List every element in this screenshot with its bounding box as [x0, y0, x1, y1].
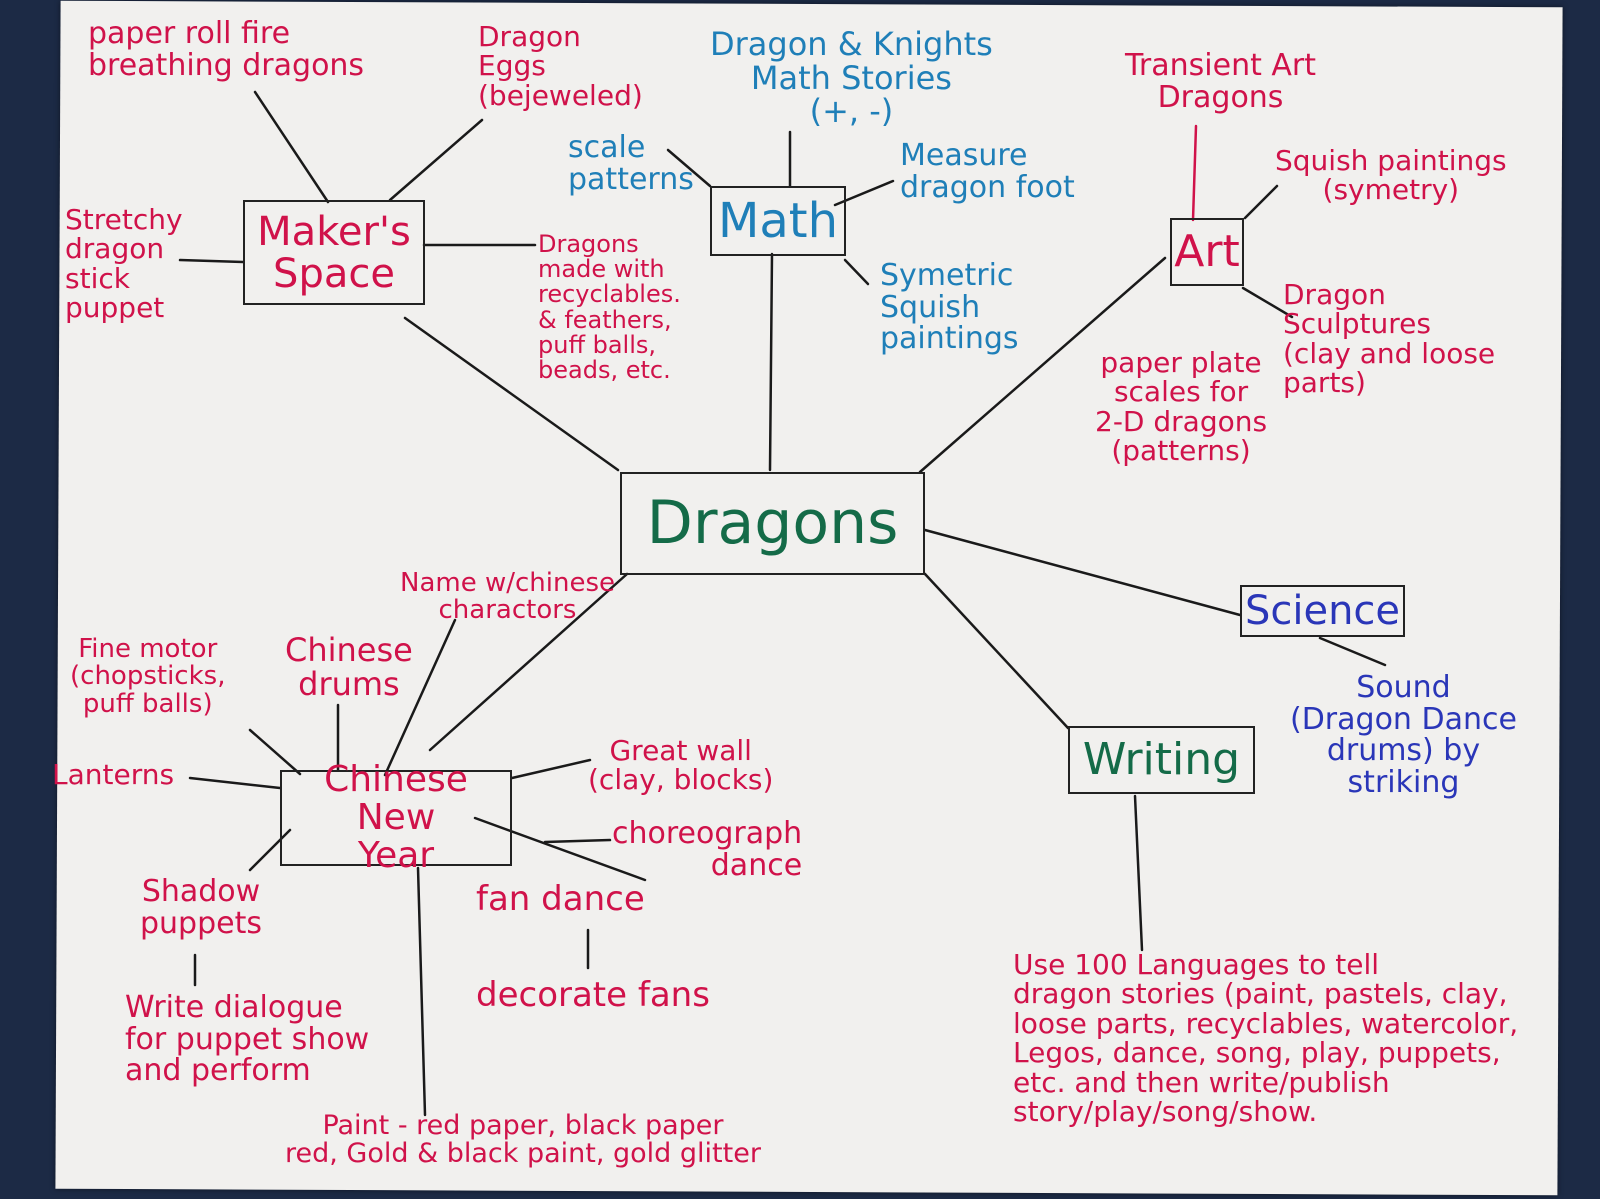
- idea-choreograph: choreograph dance: [612, 816, 803, 883]
- idea-decorate-fans: decorate fans: [476, 975, 710, 1015]
- line-center-makers: [403, 316, 620, 472]
- line-art-squish: [1243, 184, 1279, 220]
- line-math-scale: [666, 148, 712, 188]
- idea-fan-dance: fan dance: [476, 879, 645, 919]
- center-dragons-box: Dragons: [620, 472, 925, 575]
- line-center-writing: [923, 572, 1070, 730]
- idea-name-chinese: Name w/chinese charactors: [400, 568, 616, 626]
- hub-writing: Writing: [1068, 726, 1255, 794]
- line-cny-paint: [416, 866, 427, 1117]
- idea-dragon-sculptures: Dragon Sculptures (clay and loose parts): [1283, 278, 1496, 400]
- line-makers-paperroll: [253, 90, 330, 204]
- line-center-science: [923, 528, 1242, 617]
- hub-writing-label: Writing: [1082, 733, 1241, 785]
- idea-chinese-drums: Chinese drums: [285, 631, 413, 703]
- idea-squish-paintings: Squish paintings (symetry): [1275, 144, 1507, 207]
- line-cny-wall: [510, 758, 592, 780]
- idea-measure-foot: Measure dragon foot: [900, 138, 1075, 205]
- idea-paper-plate: paper plate scales for 2-D dragons (patt…: [1095, 346, 1268, 468]
- line-makers-stretchy: [178, 258, 245, 264]
- hub-makers-space: Maker's Space: [243, 200, 425, 305]
- hub-math-label: Math: [717, 192, 839, 249]
- idea-great-wall: Great wall (clay, blocks): [588, 734, 774, 797]
- hub-makers-space-label: Maker's Space: [257, 208, 411, 297]
- idea-stretchy-puppet: Stretchy dragon stick puppet: [65, 203, 183, 325]
- hub-chinese-new-year-label: Chinese New Year: [324, 759, 468, 876]
- idea-scale-patterns: scale patterns: [568, 130, 694, 197]
- hub-science: Science: [1240, 585, 1405, 637]
- idea-transient-art: Transient Art Dragons: [1125, 48, 1317, 115]
- idea-paper-roll: paper roll fire breathing dragons: [88, 16, 365, 83]
- hub-math: Math: [710, 186, 846, 256]
- idea-write-dialogue: Write dialogue for puppet show and perfo…: [125, 990, 370, 1088]
- line-cny-shadow: [248, 828, 292, 872]
- line-science-sound: [1318, 636, 1387, 667]
- idea-lanterns: Lanterns: [52, 758, 175, 791]
- line-art-sculpt: [1241, 286, 1294, 319]
- idea-100-languages: Use 100 Languages to tell dragon stories…: [1013, 948, 1519, 1128]
- line-art-transient: [1191, 124, 1198, 222]
- line-center-math: [768, 252, 774, 472]
- idea-shadow-puppets: Shadow puppets: [140, 874, 262, 941]
- hub-art-label: Art: [1174, 225, 1240, 277]
- line-center-art: [918, 256, 1167, 474]
- idea-dragon-eggs: Dragon Eggs (bejeweled): [478, 20, 643, 112]
- line-cny-fine: [248, 728, 302, 776]
- hub-art: Art: [1170, 218, 1244, 286]
- line-makers-eggs: [388, 118, 484, 202]
- idea-symetric-squish: Symetric Squish paintings: [880, 258, 1019, 356]
- hub-science-label: Science: [1244, 588, 1401, 634]
- idea-fine-motor: Fine motor (chopsticks, puff balls): [70, 634, 226, 719]
- line-cny-lanterns: [188, 776, 282, 790]
- line-cny-fandance: [473, 816, 647, 882]
- center-dragons-label: Dragons: [646, 488, 899, 558]
- line-cny-choreo: [543, 838, 612, 844]
- line-center-cny: [428, 572, 629, 752]
- line-math-symetric: [843, 258, 870, 286]
- line-writing-languages: [1133, 794, 1144, 952]
- idea-math-stories: Dragon & Knights Math Stories (+, -): [710, 25, 993, 131]
- line-cny-name: [383, 618, 457, 777]
- idea-sound: Sound (Dragon Dance drums) by striking: [1290, 670, 1517, 800]
- idea-paint: Paint - red paper, black paper red, Gold…: [285, 1110, 761, 1170]
- idea-recyclables: Dragons made with recyclables. & feather…: [538, 230, 681, 384]
- hub-chinese-new-year: Chinese New Year: [280, 761, 512, 874]
